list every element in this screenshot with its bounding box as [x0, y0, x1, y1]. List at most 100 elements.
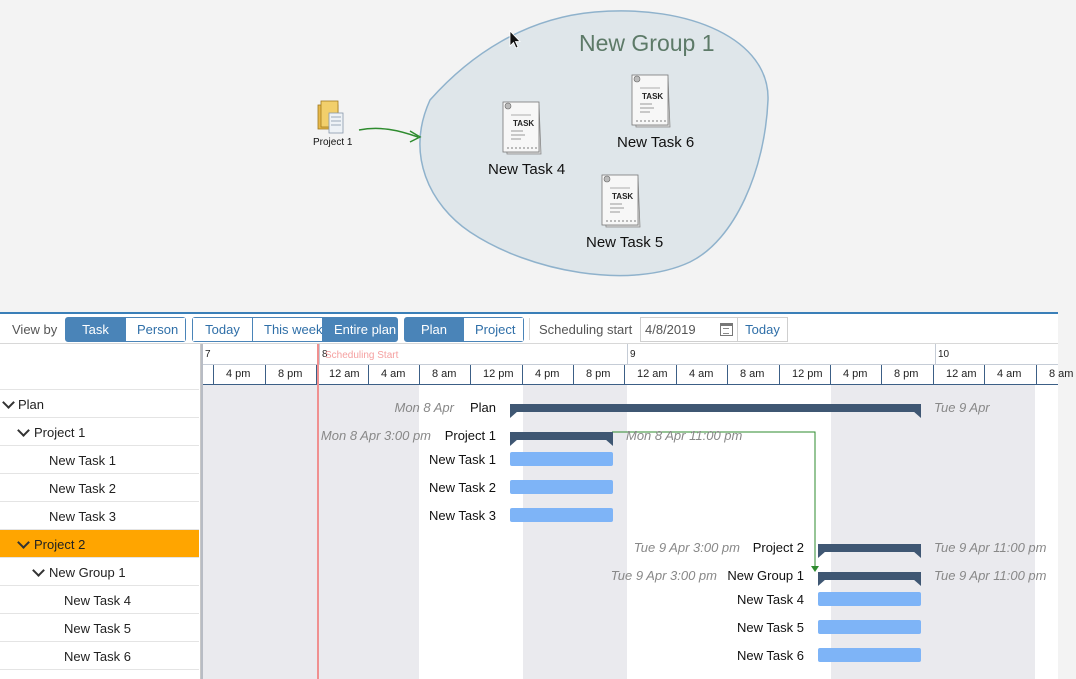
- tree-row-label: New Task 5: [64, 621, 131, 636]
- scheduling-start-marker: Scheduling Start: [325, 350, 399, 361]
- hour-header: 12 am: [624, 364, 676, 384]
- task-node-label[interactable]: New Task 4: [488, 161, 566, 178]
- day-header: 9: [627, 344, 935, 364]
- splitter[interactable]: [201, 344, 203, 679]
- tree-row-task-3[interactable]: New Task 3: [0, 502, 199, 530]
- bar-name: Project 2: [752, 540, 804, 555]
- hour-header: 12 am: [316, 364, 368, 384]
- tree-row-plan[interactable]: Plan: [0, 390, 199, 418]
- project-node-label[interactable]: Project 1: [313, 137, 353, 148]
- task-document-icon: TASK: [601, 174, 641, 228]
- bar-start-date: Mon 8 Apr: [394, 400, 455, 415]
- tree-header: [0, 344, 199, 390]
- tree-row-label: Project 2: [34, 537, 86, 552]
- bar-end-date: Tue 9 Apr 11:00 pm: [934, 540, 1047, 555]
- bar-name: New Group 1: [727, 568, 804, 583]
- hour-header: 8 am: [727, 364, 779, 384]
- gantt-timeline[interactable]: 7 8 9 10 4 pm 8 pm 12 am 4 am 8 am 12 pm…: [203, 344, 1073, 679]
- hour-header: 8 am: [1036, 364, 1076, 384]
- range-this-week-button[interactable]: This week: [252, 318, 323, 341]
- hour-header: 8 am: [419, 364, 470, 384]
- task-node-label[interactable]: New Task 5: [586, 234, 664, 251]
- task-bar-3[interactable]: [510, 508, 613, 522]
- calendar-icon[interactable]: [720, 323, 733, 336]
- view-by-person-button[interactable]: Person: [125, 318, 185, 341]
- range-entire-plan-button[interactable]: Entire plan: [322, 318, 397, 341]
- bar-name: New Task 5: [737, 620, 804, 635]
- tree-row-task-2[interactable]: New Task 2: [0, 474, 199, 502]
- chevron-down-icon[interactable]: [17, 424, 30, 437]
- hour-header: 4 am: [368, 364, 419, 384]
- bar-name: New Task 2: [429, 480, 496, 495]
- folder-icon: [317, 100, 344, 134]
- scheduling-start-line: [317, 344, 319, 679]
- task-bar-5[interactable]: [818, 620, 921, 634]
- toolbar-divider: [529, 318, 530, 340]
- bar-end-date: Tue 9 Apr: [934, 400, 990, 415]
- hour-header: 12 pm: [470, 364, 522, 384]
- tree-row-task-1[interactable]: New Task 1: [0, 446, 199, 474]
- gantt-toolbar: View by Task Person Today This week Enti…: [0, 312, 1058, 344]
- task-bar-4[interactable]: [818, 592, 921, 606]
- canvas-drawing: TASK TASK TA: [317, 10, 769, 277]
- task-bar-2[interactable]: [510, 480, 613, 494]
- tree-row-label: New Group 1: [49, 565, 126, 580]
- tree-row-label: New Task 2: [49, 481, 116, 496]
- hour-header: 12 pm: [779, 364, 830, 384]
- bar-name: New Task 1: [429, 452, 496, 467]
- range-toggle: Today This week Entire plan: [192, 317, 398, 342]
- view-by-label: View by: [12, 322, 58, 337]
- task-document-icon: TASK: [502, 101, 542, 155]
- mode-toggle: Plan Project: [404, 317, 524, 342]
- task-bar-6[interactable]: [818, 648, 921, 662]
- tree-row-project-2[interactable]: Project 2: [0, 530, 199, 558]
- tree-row-label: New Task 1: [49, 453, 116, 468]
- hour-header: 8 pm: [881, 364, 933, 384]
- view-by-toggle: Task Person: [65, 317, 186, 342]
- scheduling-start-input[interactable]: 4/8/2019: [640, 317, 738, 342]
- bar-name: New Task 3: [429, 508, 496, 523]
- summary-bar-plan[interactable]: [510, 404, 921, 418]
- tree-row-task-5[interactable]: New Task 5: [0, 614, 199, 642]
- tree-row-task-6[interactable]: New Task 6: [0, 642, 199, 670]
- hour-header: 8 pm: [265, 364, 316, 384]
- svg-text:TASK: TASK: [513, 119, 534, 128]
- dependency-connector: [612, 431, 819, 572]
- summary-bar-project-1[interactable]: [510, 432, 613, 446]
- svg-text:TASK: TASK: [642, 92, 663, 101]
- tree-row-task-4[interactable]: New Task 4: [0, 586, 199, 614]
- group-title[interactable]: New Group 1: [579, 30, 715, 56]
- tree-row-label: New Task 3: [49, 509, 116, 524]
- scheduling-today-button[interactable]: Today: [738, 317, 788, 342]
- day-header: 8: [319, 344, 627, 364]
- bar-name: Plan: [469, 400, 496, 415]
- summary-bar-group-1[interactable]: [818, 572, 921, 586]
- view-by-task-button[interactable]: Task: [66, 318, 125, 341]
- dependency-arrow: [358, 127, 419, 138]
- bar-name: New Task 6: [737, 648, 804, 663]
- task-bar-1[interactable]: [510, 452, 613, 466]
- task-node-label[interactable]: New Task 6: [617, 134, 695, 151]
- mouse-cursor-icon: [509, 30, 521, 49]
- mind-map-canvas[interactable]: TASK TASK TA: [0, 0, 1058, 312]
- mode-plan-button[interactable]: Plan: [405, 318, 463, 341]
- tree-row-label: New Task 6: [64, 649, 131, 664]
- hour-header: 4 am: [676, 364, 727, 384]
- non-working-shade: [203, 384, 419, 679]
- chevron-down-icon[interactable]: [17, 536, 30, 549]
- day-header: 7: [205, 349, 211, 360]
- scheduling-start-value: 4/8/2019: [645, 322, 696, 337]
- tree-row-group-1[interactable]: New Group 1: [0, 558, 199, 586]
- bar-end-date: Mon 8 Apr 11:00 pm: [626, 428, 743, 443]
- mode-project-button[interactable]: Project: [463, 318, 523, 341]
- hour-header: 8 pm: [573, 364, 624, 384]
- range-today-button[interactable]: Today: [193, 318, 252, 341]
- chevron-down-icon[interactable]: [32, 564, 45, 577]
- tree-row-project-1[interactable]: Project 1: [0, 418, 199, 446]
- hour-header: 4 pm: [830, 364, 881, 384]
- chevron-down-icon[interactable]: [2, 396, 15, 409]
- hour-header: 4 pm: [213, 364, 265, 384]
- bar-start-date: Tue 9 Apr 3:00 pm: [610, 568, 717, 583]
- summary-bar-project-2[interactable]: [818, 544, 921, 558]
- svg-text:TASK: TASK: [612, 192, 633, 201]
